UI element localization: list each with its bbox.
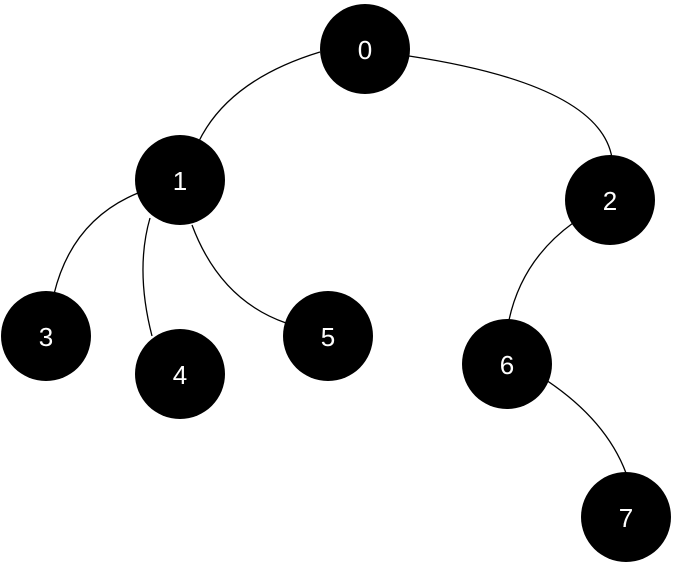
node-1: 1 [135, 135, 225, 225]
node-circle [565, 155, 655, 245]
node-5: 5 [283, 291, 373, 381]
edge-1-3 [53, 192, 139, 295]
node-label: 1 [173, 166, 187, 196]
node-0: 0 [320, 4, 410, 94]
node-3: 3 [1, 291, 91, 381]
node-circle [1, 291, 91, 381]
node-circle [135, 135, 225, 225]
node-label: 7 [619, 503, 633, 533]
edges-layer [53, 51, 627, 474]
edge-1-4 [142, 217, 153, 337]
edge-0-1 [197, 51, 321, 144]
node-circle [320, 4, 410, 94]
edge-0-2 [408, 55, 613, 159]
node-label: 3 [39, 322, 53, 352]
nodes-layer: 0 1 2 3 4 5 6 7 [1, 4, 671, 562]
node-circle [135, 329, 225, 419]
edge-2-6 [508, 222, 574, 321]
edge-6-7 [545, 379, 627, 474]
node-label: 5 [321, 322, 335, 352]
node-circle [283, 291, 373, 381]
node-label: 6 [500, 350, 514, 380]
node-6: 6 [462, 319, 552, 409]
node-circle [462, 319, 552, 409]
node-label: 2 [603, 186, 617, 216]
edge-1-5 [191, 224, 287, 324]
node-7: 7 [581, 472, 671, 562]
node-2: 2 [565, 155, 655, 245]
node-4: 4 [135, 329, 225, 419]
node-label: 0 [358, 35, 372, 65]
node-label: 4 [173, 360, 187, 390]
node-circle [581, 472, 671, 562]
